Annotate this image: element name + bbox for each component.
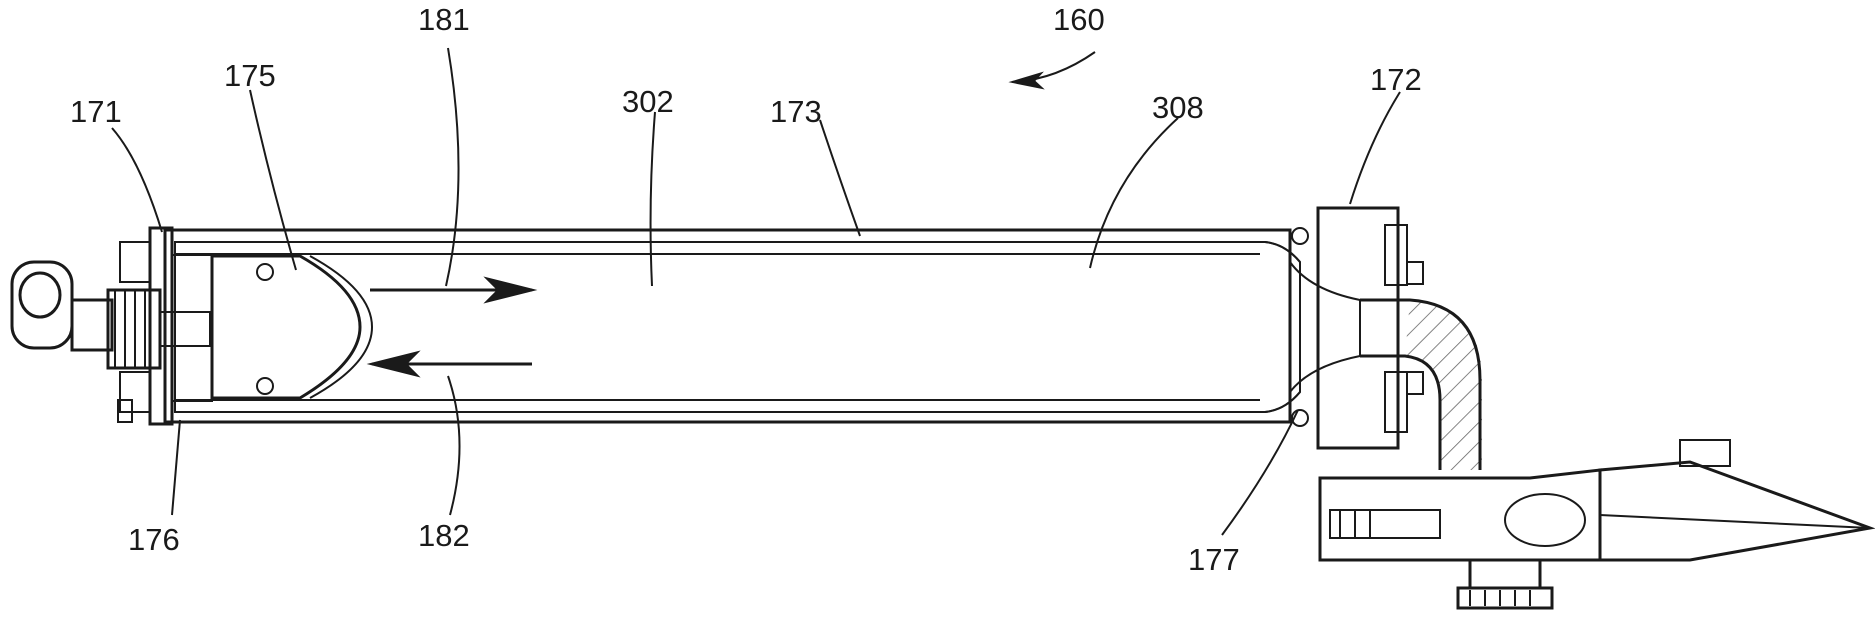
label-175: 175 [224, 58, 276, 93]
label-177: 177 [1188, 542, 1240, 577]
label-302: 302 [622, 84, 674, 119]
label-173: 173 [770, 94, 822, 129]
label-176: 176 [128, 522, 180, 557]
label-182: 182 [418, 518, 470, 553]
left-end-cap [12, 228, 212, 424]
label-181: 181 [418, 2, 470, 37]
reference-labels: 160 181 175 302 173 308 172 171 176 182 … [70, 2, 1422, 577]
leader-lines [112, 48, 1400, 535]
cylinder-body [165, 230, 1300, 422]
label-308: 308 [1152, 90, 1204, 125]
right-head [1290, 208, 1870, 608]
piston [212, 256, 372, 398]
label-171: 171 [70, 94, 122, 129]
label-172: 172 [1370, 62, 1422, 97]
label-160: 160 [1053, 2, 1105, 37]
